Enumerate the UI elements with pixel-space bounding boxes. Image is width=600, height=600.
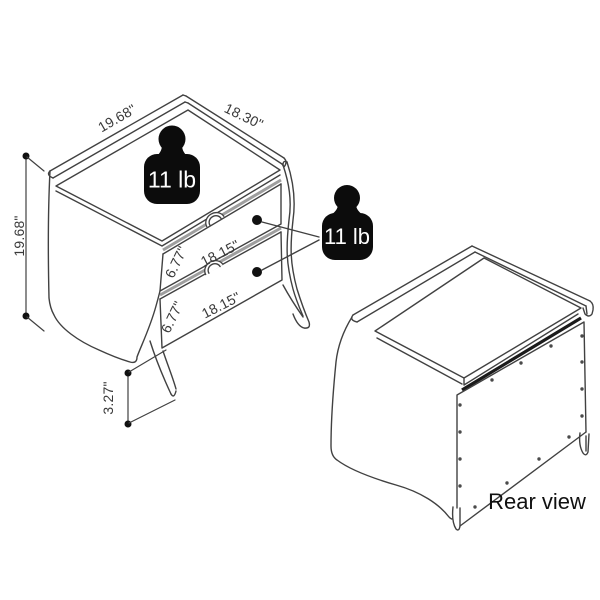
nightstand-front-drawing xyxy=(22,94,373,428)
dimension-line-leg xyxy=(124,349,176,428)
rear-view-label: Rear view xyxy=(488,489,586,514)
drawer-handle-icon xyxy=(205,211,225,228)
drawer-weight-leaders xyxy=(252,215,320,277)
weight-icon-drawers xyxy=(322,185,373,260)
nightstand-rear-drawing xyxy=(330,245,594,531)
drawer-handle-icon xyxy=(204,259,224,276)
dimension-line-height xyxy=(22,152,45,332)
dim-label-leg-height: 3.27" xyxy=(100,381,116,415)
weight-top-label: 11 lb xyxy=(147,166,197,193)
dim-label-side-height: 19.68" xyxy=(11,215,27,257)
weight-icon-top xyxy=(144,125,200,204)
back-panel-nails xyxy=(458,334,584,509)
weight-drawers-label: 11 lb xyxy=(323,224,371,249)
